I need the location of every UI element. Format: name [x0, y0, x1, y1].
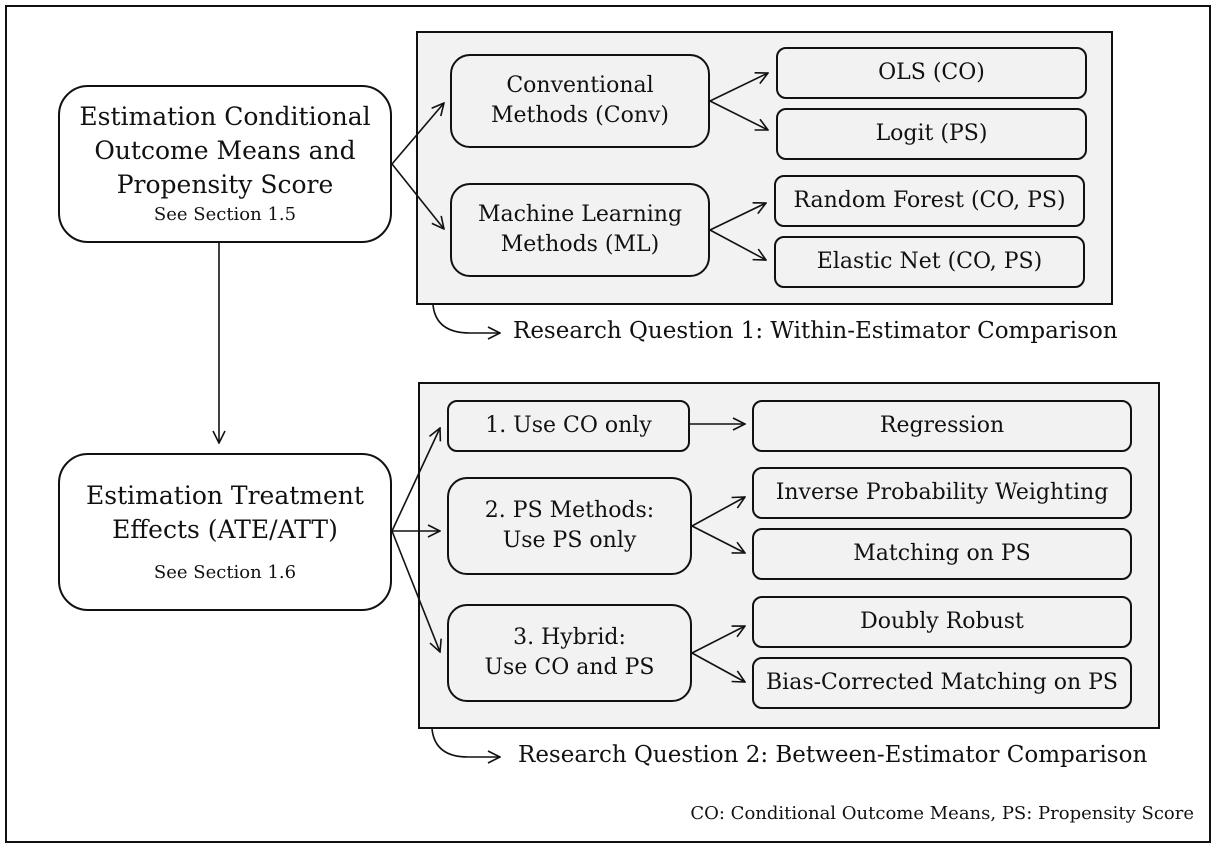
- random-forest-label: Random Forest (CO, PS): [793, 188, 1066, 214]
- arrow-te-to-hybrid: [391, 530, 440, 652]
- ps-methods-line1: 2. PS Methods:: [484, 498, 655, 524]
- hybrid-line2: Use CO and PS: [484, 655, 655, 680]
- conv-methods-line2: Methods (Conv): [490, 103, 669, 128]
- estimation-te-line2: Effects (ATE/ATT): [112, 514, 338, 544]
- arrow-ps-to-ipw: [691, 497, 745, 527]
- ps-methods-node: 2. PS Methods: Use PS only: [447, 477, 692, 575]
- bias-corrected-matching-node: Bias-Corrected Matching on PS: [752, 657, 1132, 709]
- arrow-conv-to-logit: [709, 100, 768, 130]
- elastic-net-label: Elastic Net (CO, PS): [816, 249, 1043, 275]
- doubly-robust-node: Doubly Robust: [752, 596, 1132, 648]
- co-only-node: 1. Use CO only: [447, 400, 690, 452]
- doubly-robust-label: Doubly Robust: [860, 609, 1024, 635]
- matching-ps-label: Matching on PS: [853, 541, 1031, 567]
- ols-node: OLS (CO): [776, 47, 1087, 99]
- arrow-ml-to-en: [709, 229, 766, 260]
- ipw-label: Inverse Probability Weighting: [775, 480, 1109, 506]
- estimation-te-line1: Estimation Treatment: [86, 481, 364, 511]
- arrow-te-to-co-only: [391, 428, 440, 532]
- arrow-hybrid-to-bcm: [691, 652, 745, 682]
- figure-frame: [5, 5, 1211, 843]
- arrow-rq2-hook: [431, 728, 500, 757]
- logit-label: Logit (PS): [875, 121, 988, 147]
- arrow-co-to-ml: [391, 163, 444, 229]
- bias-corrected-matching-label: Bias-Corrected Matching on PS: [766, 670, 1118, 696]
- elastic-net-node: Elastic Net (CO, PS): [774, 236, 1085, 288]
- arrow-hybrid-to-dr: [691, 626, 745, 654]
- regression-label: Regression: [879, 413, 1005, 439]
- ps-methods-line2: Use PS only: [502, 528, 637, 553]
- research-question-2: Research Question 2: Between-Estimator C…: [518, 742, 1148, 768]
- ipw-node: Inverse Probability Weighting: [752, 467, 1132, 519]
- ml-methods-line1: Machine Learning: [477, 202, 683, 228]
- ml-methods-line2: Methods (ML): [500, 232, 660, 257]
- arrow-conv-to-ols: [709, 73, 768, 102]
- estimation-co-ps-line1: Estimation Conditional: [79, 102, 371, 132]
- estimation-co-ps-node: Estimation Conditional Outcome Means and…: [58, 85, 392, 243]
- arrow-rq1-hook: [432, 304, 500, 333]
- logit-node: Logit (PS): [776, 108, 1087, 160]
- hybrid-node: 3. Hybrid: Use CO and PS: [447, 604, 692, 702]
- regression-node: Regression: [752, 400, 1132, 452]
- random-forest-node: Random Forest (CO, PS): [774, 175, 1085, 227]
- ml-methods-node: Machine Learning Methods (ML): [450, 183, 710, 277]
- abbreviation-footnote: CO: Conditional Outcome Means, PS: Prope…: [690, 803, 1194, 824]
- estimation-te-node: Estimation Treatment Effects (ATE/ATT) S…: [58, 453, 392, 611]
- estimation-te-section: See Section 1.6: [153, 561, 297, 583]
- arrow-co-to-conv: [391, 103, 444, 165]
- co-only-label: 1. Use CO only: [485, 413, 652, 439]
- arrow-ml-to-rf: [709, 203, 766, 231]
- matching-ps-node: Matching on PS: [752, 528, 1132, 580]
- research-question-1: Research Question 1: Within-Estimator Co…: [513, 318, 1118, 344]
- ols-label: OLS (CO): [878, 60, 985, 86]
- hybrid-line1: 3. Hybrid:: [513, 625, 626, 651]
- conv-methods-line1: Conventional: [506, 73, 654, 99]
- arrow-ps-to-matching: [691, 525, 745, 553]
- estimation-co-ps-section: See Section 1.5: [153, 204, 297, 226]
- conv-methods-node: Conventional Methods (Conv): [450, 54, 710, 148]
- estimation-co-ps-line2: Outcome Means and: [94, 135, 356, 165]
- estimation-co-ps-line3: Propensity Score: [116, 169, 334, 199]
